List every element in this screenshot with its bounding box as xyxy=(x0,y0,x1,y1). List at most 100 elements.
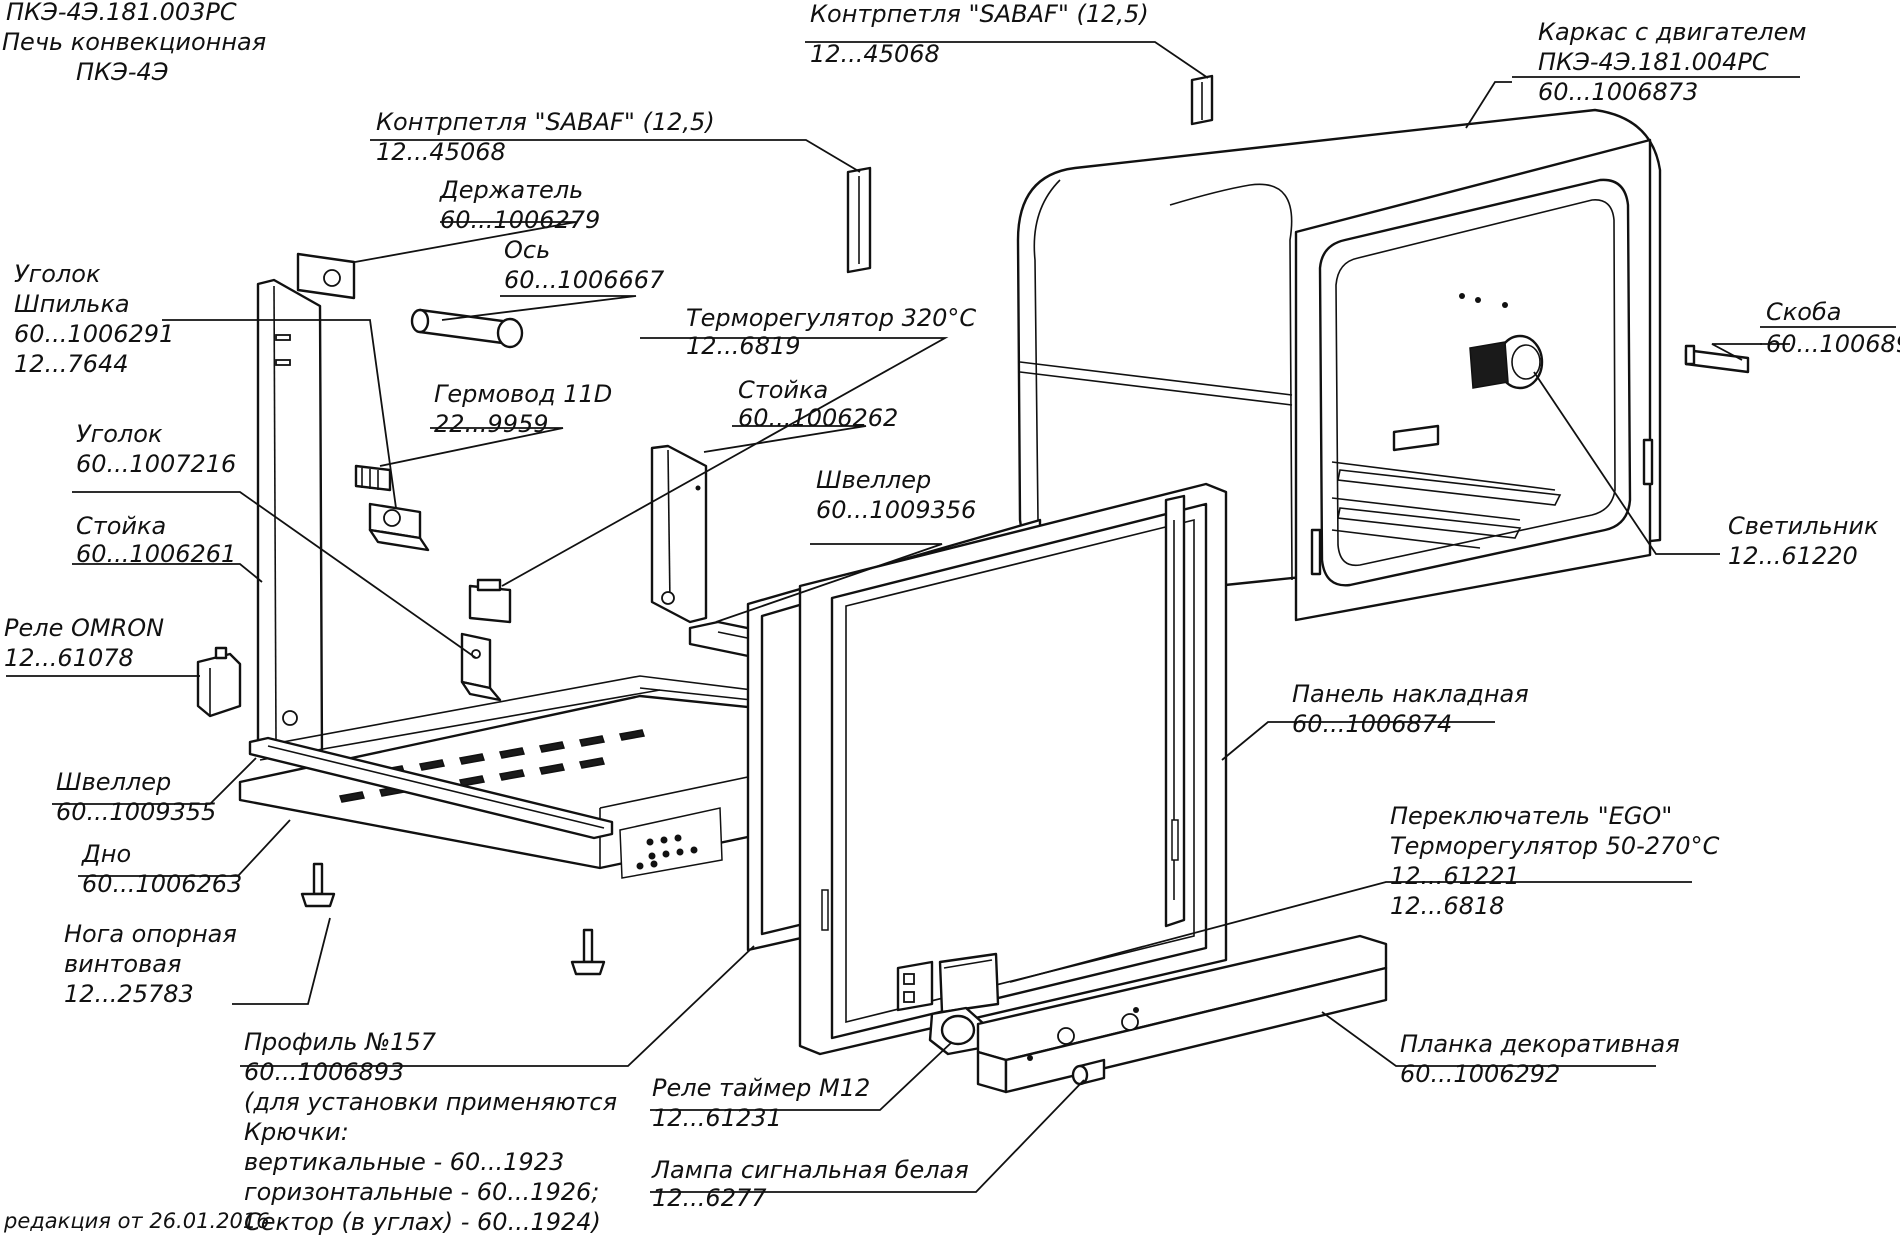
title-line2: ПКЭ-4Э xyxy=(76,58,169,86)
profil-code: 60...1006893 xyxy=(244,1058,404,1086)
profil-note1: (для установки применяются xyxy=(244,1088,617,1116)
callout-shveller-upper: Швеллер 60...1009356 xyxy=(816,466,976,524)
pereklyuchatel-name1: Переключатель "EGO" xyxy=(1390,802,1672,830)
callout-stoyka-right: Стойка 60...1006262 xyxy=(738,376,898,432)
callout-noga: Нога опорная винтовая 12...25783 xyxy=(64,920,237,1008)
shveller-upper-code: 60...1009356 xyxy=(816,496,976,524)
karkas-code: 60...1006873 xyxy=(1538,78,1698,106)
callout-termoregulyator-320: Терморегулятор 320°C 12...6819 xyxy=(686,304,976,360)
kontrpetlya-left-code: 12...45068 xyxy=(376,138,506,166)
stoyka-right-part xyxy=(650,444,708,624)
svetilnik-lamp xyxy=(1469,334,1544,390)
skoba-code: 60...1006892 xyxy=(1766,330,1900,358)
kontrpetlya-top-name: Контрпетля "SABAF" (12,5) xyxy=(810,0,1149,28)
os-name: Ось xyxy=(504,236,550,264)
callout-rele-taymer: Реле таймер M12 12...61231 xyxy=(652,1074,870,1132)
germovod-code: 22...9959 xyxy=(434,410,549,438)
callout-pereklyuchatel: Переключатель "EGO" Терморегулятор 50-27… xyxy=(1390,802,1720,920)
rele-omron-code: 12...61078 xyxy=(4,644,134,672)
stoyka-left-name: Стойка xyxy=(76,512,166,540)
ugolok-name: Уголок xyxy=(76,420,163,448)
callout-kontrpetlya-top: Контрпетля "SABAF" (12,5) 12...45068 xyxy=(810,0,1149,68)
callout-dno: Дно 60...1006263 xyxy=(81,840,242,898)
ugolok-part xyxy=(460,632,502,702)
leader-lines xyxy=(6,41,1790,1193)
kontrpetlya-left-part xyxy=(846,166,872,274)
karkas-part xyxy=(1016,108,1662,622)
karkas-name: Каркас с двигателем xyxy=(1538,18,1806,46)
shveller-upper-name: Швеллер xyxy=(816,466,931,494)
pereklyuchatel-code2: 12...6818 xyxy=(1390,892,1505,920)
profil-note4: горизонтальные - 60...1926; xyxy=(244,1178,599,1206)
planka-code: 60...1006292 xyxy=(1400,1060,1560,1088)
callout-planka: Планка декоративная 60...1006292 xyxy=(1400,1030,1680,1088)
pereklyuchatel-code1: 12...61221 xyxy=(1390,862,1520,890)
rele-omron-name: Реле OMRON xyxy=(4,614,164,642)
ugolok-shpilka-code1: 60...1006291 xyxy=(14,320,174,348)
ugolok-shpilka-code2: 12...7644 xyxy=(14,350,129,378)
kontrpetlya-top-part xyxy=(1190,74,1214,126)
derzhatel-part xyxy=(296,252,356,300)
ugolok-shpilka-part xyxy=(368,502,430,552)
derzhatel-name: Держатель xyxy=(439,176,583,204)
lampa-code: 12...6277 xyxy=(652,1184,767,1212)
callout-rele-omron: Реле OMRON 12...61078 xyxy=(4,614,164,672)
callout-derzhatel: Держатель 60...1006279 xyxy=(439,176,600,234)
stoyka-right-code: 60...1006262 xyxy=(738,404,898,432)
profil-note2: Крючки: xyxy=(244,1118,349,1146)
callout-karkas: Каркас с двигателем ПКЭ-4Э.181.004РС 60.… xyxy=(1512,18,1806,106)
profil-name: Профиль №157 xyxy=(244,1028,437,1056)
svetilnik-name: Светильник xyxy=(1728,512,1879,540)
ugolok-shpilka-name1: Уголок xyxy=(14,260,101,288)
callout-stoyka-left: Стойка 60...1006261 xyxy=(76,512,236,568)
karkas-doc: ПКЭ-4Э.181.004РС xyxy=(1538,48,1769,76)
kontrpetlya-top-code: 12...45068 xyxy=(810,40,940,68)
panel-part xyxy=(798,482,1228,1056)
panel-code: 60...1006874 xyxy=(1292,710,1452,738)
title-line1: Печь конвекционная xyxy=(2,28,266,56)
shveller-lower-name: Швеллер xyxy=(56,768,171,796)
skoba-part xyxy=(1684,344,1750,374)
noga-code: 12...25783 xyxy=(64,980,194,1008)
os-code: 60...1006667 xyxy=(504,266,665,294)
svetilnik-code: 12...61220 xyxy=(1728,542,1858,570)
termoregulyator-320-code: 12...6819 xyxy=(686,332,801,360)
lampa-name: Лампа сигнальная белая xyxy=(651,1156,969,1184)
profil-note5: Сектор (в углах) - 60...1924) xyxy=(244,1208,601,1236)
noga-name1: Нога опорная xyxy=(64,920,237,948)
noga-name2: винтовая xyxy=(64,950,181,978)
rele-taymer-name: Реле таймер M12 xyxy=(652,1074,870,1102)
dno-name: Дно xyxy=(81,840,131,868)
callout-profil: Профиль №157 60...1006893 (для установки… xyxy=(244,1028,617,1236)
kontrpetlya-left-name: Контрпетля "SABAF" (12,5) xyxy=(376,108,715,136)
title-block: ПКЭ-4Э.181.003РС Печь конвекционная ПКЭ-… xyxy=(2,0,266,86)
ugolok-shpilka-name2: Шпилька xyxy=(14,290,130,318)
os-part xyxy=(410,308,524,349)
callout-os: Ось 60...1006667 xyxy=(504,236,665,294)
shveller-lower-code: 60...1009355 xyxy=(56,798,216,826)
rele-omron-part xyxy=(196,646,242,718)
dno-code: 60...1006263 xyxy=(82,870,242,898)
callout-skoba: Скоба 60...1006892 xyxy=(1760,298,1900,358)
stoyka-left-part xyxy=(256,278,324,768)
stoyka-left-code: 60...1006261 xyxy=(76,540,236,568)
lampa-part xyxy=(1071,1058,1106,1086)
callout-shveller-lower: Швеллер 60...1009355 xyxy=(56,768,216,826)
germovod-name: Гермовод 11D xyxy=(434,380,612,408)
pereklyuchatel-part xyxy=(896,952,1000,1014)
callout-germovod: Гермовод 11D 22...9959 xyxy=(434,380,612,438)
title-code: ПКЭ-4Э.181.003РС xyxy=(6,0,237,26)
callout-svetilnik: Светильник 12...61220 xyxy=(1728,512,1879,570)
panel-name: Панель накладная xyxy=(1292,680,1529,708)
germovod-part xyxy=(354,464,392,492)
pereklyuchatel-name2: Терморегулятор 50-270°C xyxy=(1390,832,1720,860)
termoregulyator-320-name: Терморегулятор 320°C xyxy=(686,304,976,332)
shveller-lower-part xyxy=(248,736,614,840)
callout-ugolok: Уголок 60...1007216 xyxy=(76,420,236,478)
stoyka-right-name: Стойка xyxy=(738,376,828,404)
callout-ugolok-shpilka: Уголок Шпилька 60...1006291 12...7644 xyxy=(14,260,174,378)
rele-taymer-code: 12...61231 xyxy=(652,1104,782,1132)
termoregulyator-320-part xyxy=(468,578,512,624)
callout-kontrpetlya-left: Контрпетля "SABAF" (12,5) 12...45068 xyxy=(376,108,715,166)
